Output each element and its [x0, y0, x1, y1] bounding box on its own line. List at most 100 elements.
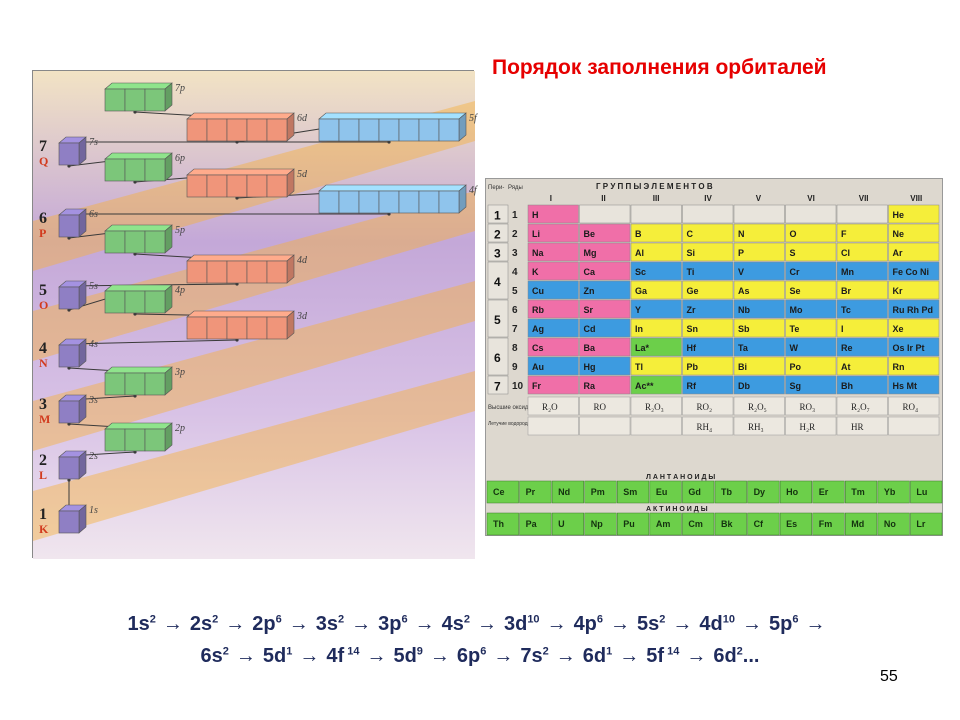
element-cell	[527, 337, 579, 357]
oxide-cell	[579, 396, 631, 416]
element-symbol: Mo	[790, 305, 803, 315]
element-symbol: N	[738, 229, 745, 239]
element-symbol: Pb	[687, 362, 699, 372]
f-element-symbol: Ho	[786, 487, 798, 497]
f-element-symbol: Sm	[623, 487, 637, 497]
f-element-symbol: Ce	[493, 487, 505, 497]
element-cell	[630, 261, 682, 281]
element-symbol: He	[893, 210, 905, 220]
sequence-arrow: →	[429, 645, 450, 667]
f-element-cell	[584, 512, 617, 536]
sequence-arrow: →	[610, 613, 631, 635]
energy-band	[33, 371, 475, 541]
sublevel-label: 7p	[175, 83, 185, 94]
period-number: 3	[494, 247, 501, 261]
row-number: 10	[512, 381, 524, 392]
header-rows: Ряды	[508, 185, 523, 191]
element-cell	[579, 280, 631, 300]
shell-letter-K: K	[39, 522, 49, 536]
element-cell	[682, 356, 734, 376]
element-symbol: Ta	[738, 343, 749, 353]
f-element-cell	[779, 480, 812, 504]
element-symbol: I	[841, 324, 844, 334]
f-element-cell	[877, 480, 910, 504]
f-element-symbol: Dy	[754, 487, 766, 497]
orbital-term: 4f 14	[326, 645, 360, 667]
orbital-term: 6d1	[582, 645, 613, 667]
sublevel-4d: 4d	[186, 254, 308, 284]
element-symbol: Po	[790, 362, 802, 372]
element-cell	[733, 280, 785, 300]
element-cell	[785, 223, 837, 243]
oxide-formula: R₂O₇	[851, 402, 870, 412]
f-element-symbol: Cm	[688, 519, 703, 529]
element-cell	[630, 356, 682, 376]
element-symbol: Tl	[635, 362, 643, 372]
orbital-term: 5p6	[769, 613, 799, 635]
element-cell	[836, 337, 888, 357]
element-cell	[785, 356, 837, 376]
orbital-term: 6s2	[200, 645, 229, 667]
sequence-ending: ...	[742, 645, 760, 667]
element-symbol: W	[790, 343, 799, 353]
sublevel-5d: 5d	[186, 168, 308, 198]
f-element-cell	[617, 512, 650, 536]
sequence-arrow: →	[414, 613, 435, 635]
f-element-cell	[779, 512, 812, 536]
f-element-cell	[845, 512, 878, 536]
element-symbol: Mg	[584, 248, 597, 258]
shell-number-7: 7	[39, 138, 47, 155]
element-cell	[579, 337, 631, 357]
element-symbol: S	[790, 248, 796, 258]
element-cell	[527, 280, 579, 300]
element-symbol: In	[635, 324, 643, 334]
shell-letter-L: L	[39, 468, 47, 482]
element-cell	[785, 375, 837, 395]
element-symbol: Se	[790, 286, 801, 296]
element-cell	[579, 299, 631, 319]
f-element-cell	[649, 480, 682, 504]
row-number: 3	[512, 248, 518, 259]
element-symbol: Fr	[532, 381, 541, 391]
element-cell	[888, 299, 940, 319]
hydride-cell	[785, 416, 837, 436]
element-symbol: Hf	[687, 343, 697, 353]
oxide-cell	[888, 396, 940, 416]
oxide-formula: R₂O₃	[645, 402, 664, 412]
element-symbol: Bh	[841, 381, 853, 391]
element-symbol: Sg	[790, 381, 802, 391]
element-symbol: Au	[532, 362, 544, 372]
element-symbol: Be	[584, 229, 596, 239]
period-number: 4	[494, 275, 501, 289]
element-symbol: Sb	[738, 324, 750, 334]
period-cell	[487, 375, 509, 395]
element-cell	[527, 299, 579, 319]
orbital-term: 3d10	[503, 613, 540, 635]
sublevel-label: 3s	[88, 395, 98, 406]
orbital-term: 7s2	[520, 645, 549, 667]
element-cell	[836, 356, 888, 376]
header-periods: Пери-	[488, 185, 504, 191]
sublevel-7p: 7p	[104, 82, 185, 112]
group-label-I: I	[550, 194, 552, 203]
f-element-symbol: Pu	[623, 519, 635, 529]
element-symbol: K	[532, 267, 539, 277]
f-element-cell	[747, 480, 780, 504]
f-element-cell	[714, 480, 747, 504]
element-cell	[682, 280, 734, 300]
element-cell	[579, 318, 631, 338]
oxide-cell	[785, 396, 837, 416]
element-cell	[682, 337, 734, 357]
f-element-symbol: Es	[786, 519, 797, 529]
element-cell	[682, 242, 734, 262]
element-cell	[733, 242, 785, 262]
element-cell	[785, 204, 837, 224]
element-cell	[836, 280, 888, 300]
sublevel-6p: 6p	[104, 152, 185, 182]
f-block-label: А К Т И Н О И Д Ы	[646, 506, 708, 513]
element-symbol: Cr	[790, 267, 800, 277]
element-symbol: Zr	[687, 305, 696, 315]
element-symbol: Ra	[584, 381, 596, 391]
element-cell	[785, 261, 837, 281]
oxide-cell	[682, 396, 734, 416]
